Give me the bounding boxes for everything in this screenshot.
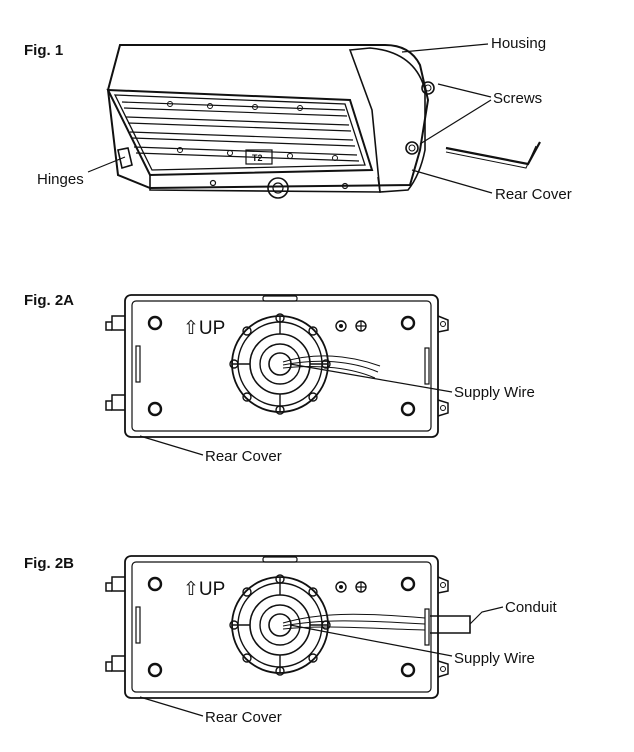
hinge-knob bbox=[267, 177, 289, 199]
fixture-isometric: T2 bbox=[106, 44, 541, 199]
callout-conduit: Conduit bbox=[505, 599, 558, 616]
rear-cover-front-view-conduit: ⇧UP bbox=[105, 555, 471, 699]
callout-rear-cover-b: Rear Cover bbox=[205, 709, 282, 726]
badge-frame bbox=[245, 149, 273, 165]
fig2b-label: Fig. 2B bbox=[24, 555, 74, 572]
fig2b-group: Fig. 2B bbox=[24, 555, 558, 726]
screws bbox=[405, 81, 435, 155]
callout-supply-wire-b: Supply Wire bbox=[454, 650, 535, 667]
rear-cover-front-view: ⇧UP bbox=[105, 294, 449, 438]
badge-text: T2 bbox=[252, 153, 263, 163]
allen-key bbox=[445, 141, 541, 166]
callout-screws: Screws bbox=[493, 90, 542, 107]
fig2a-label: Fig. 2A bbox=[24, 292, 74, 309]
callout-supply-wire: Supply Wire bbox=[454, 384, 535, 401]
callout-rear-cover: Rear Cover bbox=[495, 186, 572, 203]
conduit-pipe bbox=[430, 615, 471, 634]
callout-hinges: Hinges bbox=[37, 171, 84, 188]
fig1-group: Fig. 1 bbox=[24, 35, 572, 203]
up-marker-b: ⇧UP bbox=[183, 579, 225, 600]
fig1-label: Fig. 1 bbox=[24, 42, 63, 59]
callout-housing: Housing bbox=[491, 35, 546, 52]
heatsink-fins bbox=[121, 101, 360, 162]
junction-knockout-b bbox=[229, 574, 331, 676]
up-marker: ⇧UP bbox=[183, 318, 225, 339]
fig2a-group: Fig. 2A bbox=[24, 292, 535, 465]
callout-rear-cover: Rear Cover bbox=[205, 448, 282, 465]
junction-knockout bbox=[229, 313, 331, 415]
